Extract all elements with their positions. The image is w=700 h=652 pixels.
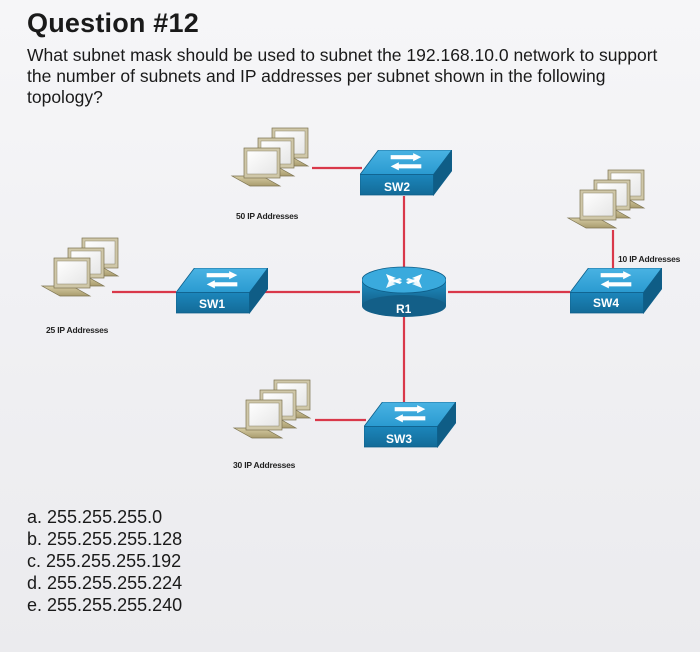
device-label-sw4: SW4	[593, 296, 619, 310]
switch-sw3: SW3	[364, 402, 456, 448]
host-group-left: 25 IP Addresses	[42, 238, 118, 335]
question-text: What subnet mask should be used to subne…	[27, 45, 658, 107]
device-label-sw1: SW1	[199, 297, 225, 311]
computer-icon	[234, 380, 310, 438]
network-links	[112, 166, 615, 422]
host-group-top: 50 IP Addresses	[232, 128, 308, 221]
answer-option-b: b. 255.255.255.128	[27, 529, 183, 549]
question-title: Question #12	[27, 8, 199, 38]
answer-option-c: c. 255.255.255.192	[27, 551, 182, 571]
computer-icon	[232, 128, 308, 186]
device-label-sw3: SW3	[386, 432, 412, 446]
switch-sw1: SW1	[176, 268, 268, 314]
device-label-r1: R1	[396, 302, 412, 316]
answer-options: a. 255.255.255.0 b. 255.255.255.128 c. 2…	[27, 506, 182, 616]
answer-option-a: a. 255.255.255.0	[27, 507, 163, 527]
answer-option-e: e. 255.255.255.240	[27, 595, 183, 615]
answer-option-d: d. 255.255.255.224	[27, 573, 183, 593]
host-label-top: 50 IP Addresses	[236, 211, 299, 221]
host-label-left: 25 IP Addresses	[46, 325, 109, 335]
switch-sw2: SW2	[360, 150, 452, 196]
device-label-sw2: SW2	[384, 180, 410, 194]
host-group-right: 10 IP Addresses	[568, 170, 681, 264]
host-group-bottom: 30 IP Addresses	[233, 380, 310, 470]
switch-sw4: SW4	[570, 268, 662, 314]
host-label-bottom: 30 IP Addresses	[233, 460, 296, 470]
computer-icon	[42, 238, 118, 296]
router-r1: R1	[362, 266, 446, 318]
host-label-right: 10 IP Addresses	[618, 254, 681, 264]
computer-icon	[568, 170, 644, 228]
